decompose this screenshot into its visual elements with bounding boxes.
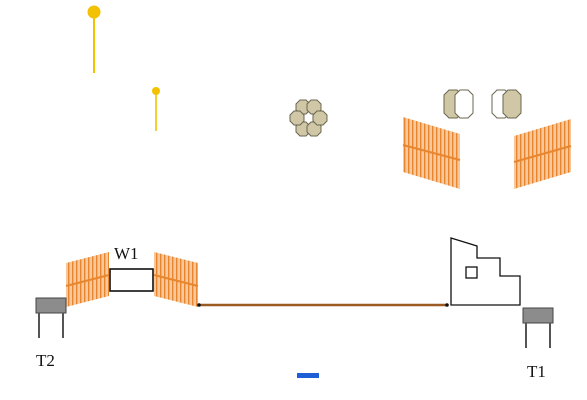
t1-label: T1 — [527, 362, 546, 381]
lamp-post-icon — [152, 87, 160, 131]
lamp-post-icon — [87, 5, 101, 73]
barrier-panel-icon — [153, 252, 199, 307]
table-icon — [522, 307, 554, 348]
octagon-cluster-icon — [289, 99, 328, 137]
marker-icon — [297, 373, 319, 378]
stepped-structure-icon — [450, 237, 521, 306]
t2-label: T2 — [36, 351, 55, 370]
w1-box — [109, 268, 154, 292]
barrier-panel-icon — [513, 119, 572, 189]
w1-label: W1 — [114, 244, 139, 263]
rope-line — [197, 303, 449, 307]
octagon-cluster-icon — [443, 89, 522, 119]
barrier-panel-icon — [402, 117, 461, 189]
table-icon — [35, 297, 67, 338]
barrier-panel-icon — [65, 252, 110, 307]
